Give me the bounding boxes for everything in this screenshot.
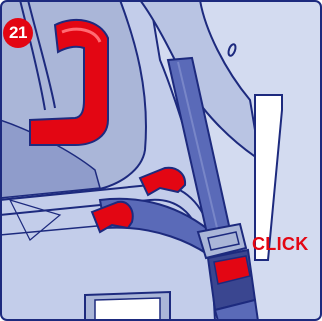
base-slot-inner (95, 298, 160, 321)
click-callout: CLICK (252, 233, 309, 255)
step-number-badge: 21 (3, 18, 33, 48)
